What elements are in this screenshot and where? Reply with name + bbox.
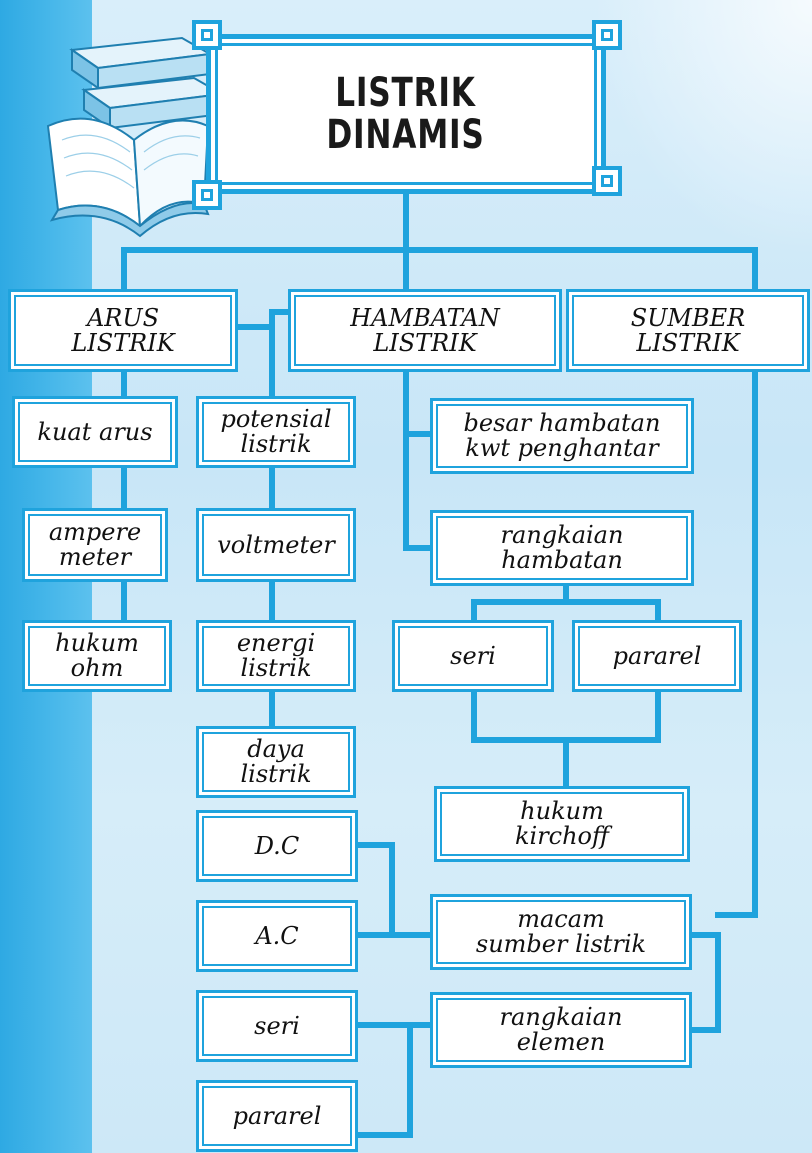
connector-split-bar	[471, 599, 661, 625]
node-potensial-listrik-label: potensial listrik	[220, 405, 332, 458]
node-energi-listrik: energi listrik	[196, 620, 356, 692]
node-besar-hambatan: besar hambatan kwt penghantar	[430, 398, 694, 474]
title-text: LISTRIK DINAMIS	[326, 70, 486, 158]
node-macam-sumber-listrik: macam sumber listrik	[430, 894, 692, 970]
node-ac: A.C	[196, 900, 358, 972]
node-hukum-ohm-label: hukum ohm	[55, 629, 139, 682]
node-kuat-arus: kuat arus	[12, 396, 178, 468]
node-ampere-meter: ampere meter	[22, 508, 168, 582]
node-kuat-arus-label: kuat arus	[37, 417, 153, 446]
node-seri-left-label: seri	[254, 1011, 300, 1040]
corner-knot-top-left	[192, 20, 222, 50]
node-seri-right-label: seri	[450, 641, 496, 670]
corner-knot-top-right	[592, 20, 622, 50]
category-arus-listrik: ARUS LISTRIK	[8, 289, 238, 372]
background-glow	[592, 0, 812, 260]
node-voltmeter: voltmeter	[196, 508, 356, 582]
node-potensial-listrik: potensial listrik	[196, 396, 356, 468]
connector-merge-bar	[471, 687, 661, 743]
category-hambatan-label: HAMBATAN LISTRIK	[350, 303, 500, 357]
node-hukum-kirchoff-label: hukum kirchoff	[514, 797, 610, 850]
corner-knot-bottom-left	[192, 180, 222, 210]
category-sumber-listrik: SUMBER LISTRIK	[566, 289, 810, 372]
category-hambatan-listrik: HAMBATAN LISTRIK	[288, 289, 562, 372]
node-seri-left: seri	[196, 990, 358, 1062]
node-rangkaian-elemen-label: rangkaian elemen	[499, 1003, 623, 1056]
node-rangkaian-hambatan-label: rangkaian hambatan	[500, 521, 624, 574]
node-seri-right: seri	[392, 620, 554, 692]
connector-sumber-trunk	[715, 367, 758, 918]
node-pararel-right: pararel	[572, 620, 742, 692]
node-rangkaian-elemen: rangkaian elemen	[430, 992, 692, 1068]
connector-hambatan-trunk	[403, 367, 435, 551]
node-pararel-left-label: pararel	[232, 1101, 322, 1130]
category-sumber-label: SUMBER LISTRIK	[630, 303, 746, 357]
node-pararel-right-label: pararel	[612, 641, 702, 670]
connector-dc-macam	[355, 842, 435, 938]
books-icon	[46, 36, 226, 238]
node-ampere-meter-label: ampere meter	[48, 518, 142, 571]
node-dc-label: D.C	[254, 831, 300, 860]
node-ac-label: A.C	[255, 921, 299, 950]
title-box: LISTRIK DINAMIS	[206, 34, 606, 194]
node-macam-sumber-listrik-label: macam sumber listrik	[475, 905, 647, 958]
node-pararel-left: pararel	[196, 1080, 358, 1152]
connector-seri-pararel	[355, 1022, 413, 1138]
node-dc: D.C	[196, 810, 358, 882]
node-daya-listrik-label: daya listrik	[240, 735, 312, 788]
node-hukum-ohm: hukum ohm	[22, 620, 172, 692]
node-daya-listrik: daya listrik	[196, 726, 356, 798]
node-besar-hambatan-label: besar hambatan kwt penghantar	[463, 409, 661, 462]
connector-macam-elemen-bracket	[687, 932, 721, 1033]
node-hukum-kirchoff: hukum kirchoff	[434, 786, 690, 862]
corner-knot-bottom-right	[592, 166, 622, 196]
node-rangkaian-hambatan: rangkaian hambatan	[430, 510, 694, 586]
category-arus-label: ARUS LISTRIK	[71, 303, 175, 357]
connector-arus-potensial-bracket	[233, 309, 291, 330]
node-voltmeter-label: voltmeter	[217, 530, 335, 559]
node-energi-listrik-label: energi listrik	[236, 629, 316, 682]
